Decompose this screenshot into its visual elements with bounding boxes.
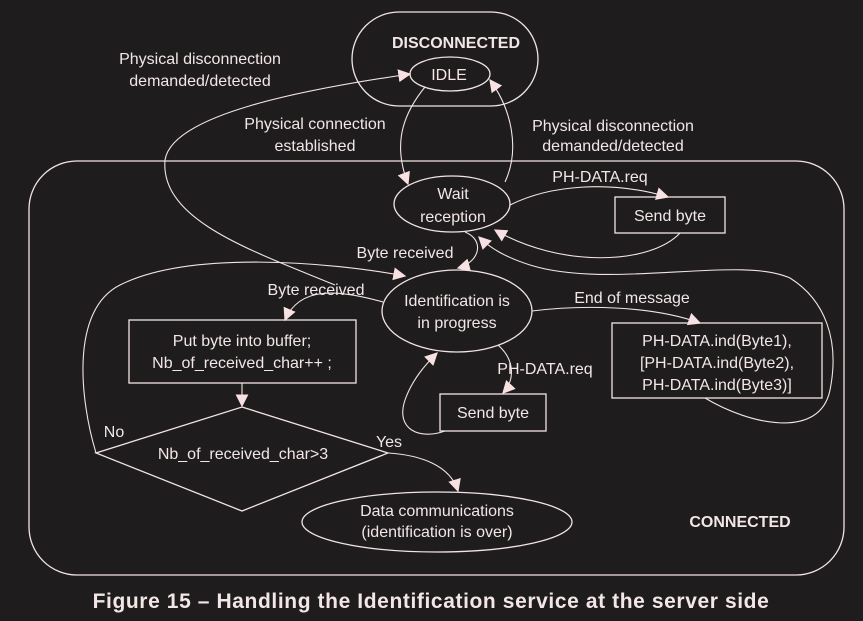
- ph-data-ind-label-1: PH-DATA.ind(Byte1),: [642, 333, 792, 350]
- label-ph-data-req-bottom: PH-DATA.req: [497, 361, 592, 378]
- identification-state: [381, 269, 533, 353]
- disconnected-label: DISCONNECTED: [392, 35, 520, 52]
- transition-byte-received-ident: [283, 292, 384, 322]
- decision-no-label: No: [104, 424, 125, 441]
- put-byte-box: [128, 319, 357, 384]
- disconnected-superstate: [351, 11, 539, 107]
- transition-phys-connect: [397, 86, 426, 186]
- data-communications-state: [301, 491, 573, 553]
- wait-reception-label-2: reception: [420, 209, 486, 226]
- transition-yes: [387, 452, 461, 493]
- ph-data-ind-label-2: [PH-DATA.ind(Byte2),: [640, 355, 794, 372]
- transition-send-byte-bottom-return: [402, 352, 446, 435]
- transition-ph-data-req-bottom: [497, 344, 516, 394]
- put-byte-label-1: Put byte into buffer;: [173, 333, 311, 350]
- label-phys-disconnect-right-1: Physical disconnection: [532, 118, 694, 135]
- send-byte-top-box: [614, 196, 726, 234]
- transition-no-loop: [82, 261, 407, 454]
- transition-phys-disconnect-right: [489, 78, 514, 183]
- label-phys-disconnect-left-2: demanded/detected: [129, 73, 270, 90]
- ph-data-ind-box: [611, 322, 823, 399]
- transition-end-return: [478, 236, 834, 424]
- data-communications-label-1: Data communications: [360, 503, 514, 520]
- transition-phys-disconnect-left: [164, 69, 412, 286]
- decision-diamond: [94, 406, 390, 512]
- label-byte-received-ident: Byte received: [268, 282, 365, 299]
- label-phys-connect-2: established: [275, 138, 356, 155]
- send-byte-top-label: Send byte: [634, 208, 706, 225]
- put-byte-label-2: Nb_of_received_char++ ;: [152, 355, 332, 372]
- identification-label-1: Identification is: [404, 293, 510, 310]
- idle-label: IDLE: [431, 67, 467, 84]
- label-end-of-message: End of message: [574, 290, 690, 307]
- decision-yes-label: Yes: [376, 434, 402, 451]
- identification-label-2: in progress: [417, 315, 496, 332]
- wait-reception-state: [393, 175, 511, 233]
- label-phys-disconnect-right-2: demanded/detected: [542, 138, 683, 155]
- label-ph-data-req-top: PH-DATA.req: [552, 169, 647, 186]
- transition-send-byte-return: [493, 229, 681, 259]
- data-communications-label-2: (identification is over): [361, 524, 512, 541]
- send-byte-bottom-label: Send byte: [457, 405, 529, 422]
- ph-data-ind-label-3: PH-DATA.ind(Byte3)]: [642, 377, 792, 394]
- decision-condition: Nb_of_received_char>3: [158, 446, 328, 463]
- label-phys-disconnect-left-1: Physical disconnection: [119, 51, 281, 68]
- label-byte-received-wait: Byte received: [357, 245, 454, 262]
- label-phys-connect-1: Physical connection: [244, 116, 385, 133]
- wait-reception-label-1: Wait: [437, 186, 469, 203]
- send-byte-bottom-box: [439, 393, 547, 432]
- transition-ph-data-req-top: [509, 186, 670, 206]
- figure-caption: Figure 15 – Handling the Identification …: [93, 590, 770, 613]
- transition-end-of-message: [531, 306, 702, 326]
- transition-byte-received-wait: [456, 231, 479, 272]
- connected-label: CONNECTED: [689, 514, 790, 531]
- connected-superstate: [28, 160, 845, 576]
